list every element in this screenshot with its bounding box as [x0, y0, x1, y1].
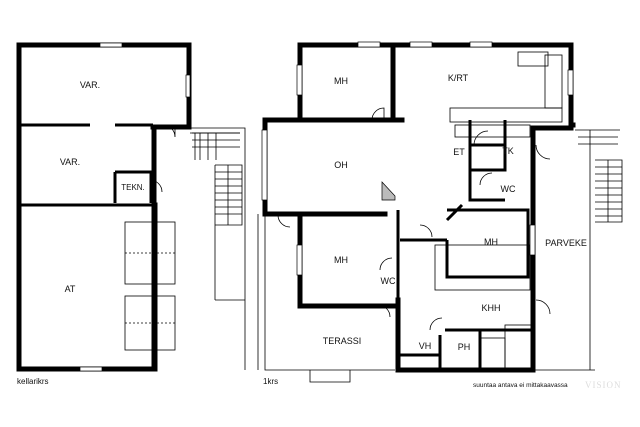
- room-khh: KHH: [481, 303, 500, 313]
- basement-plan: VAR. VAR. TEKN. AT kellarikrs: [16, 42, 246, 386]
- room-oh: OH: [334, 160, 348, 170]
- stairs: [192, 132, 243, 226]
- room-mh-1: MH: [334, 76, 348, 86]
- scale-note: suuntaa antava ei mittakaavassa: [473, 382, 568, 389]
- room-mh-3: MH: [334, 255, 348, 265]
- room-vh: VH: [419, 341, 432, 351]
- room-tk: TK: [502, 146, 514, 156]
- room-tekn: TEKN.: [121, 183, 145, 192]
- room-k-rt: K/RT: [448, 73, 469, 83]
- basement-caption: kellarikrs: [17, 377, 49, 386]
- room-wc-1: WC: [501, 184, 516, 194]
- stairs: [575, 129, 623, 223]
- first-floor-plan: MH K/RT OH ET TK WC MH MH WC PARVEKE KHH…: [257, 41, 623, 386]
- room-terassi: TERASSI: [323, 336, 362, 346]
- room-var-1: VAR.: [80, 80, 100, 90]
- room-et: ET: [453, 147, 465, 157]
- watermark: VISION: [585, 380, 622, 390]
- room-ph: PH: [458, 342, 471, 352]
- room-mh-2: MH: [484, 237, 498, 247]
- room-wc-2: WC: [381, 276, 396, 286]
- room-parveke: PARVEKE: [545, 238, 587, 248]
- first-floor-caption: 1krs: [263, 377, 278, 386]
- room-var-2: VAR.: [60, 157, 80, 167]
- room-at: AT: [65, 284, 76, 294]
- kitchen-counter: [434, 51, 563, 371]
